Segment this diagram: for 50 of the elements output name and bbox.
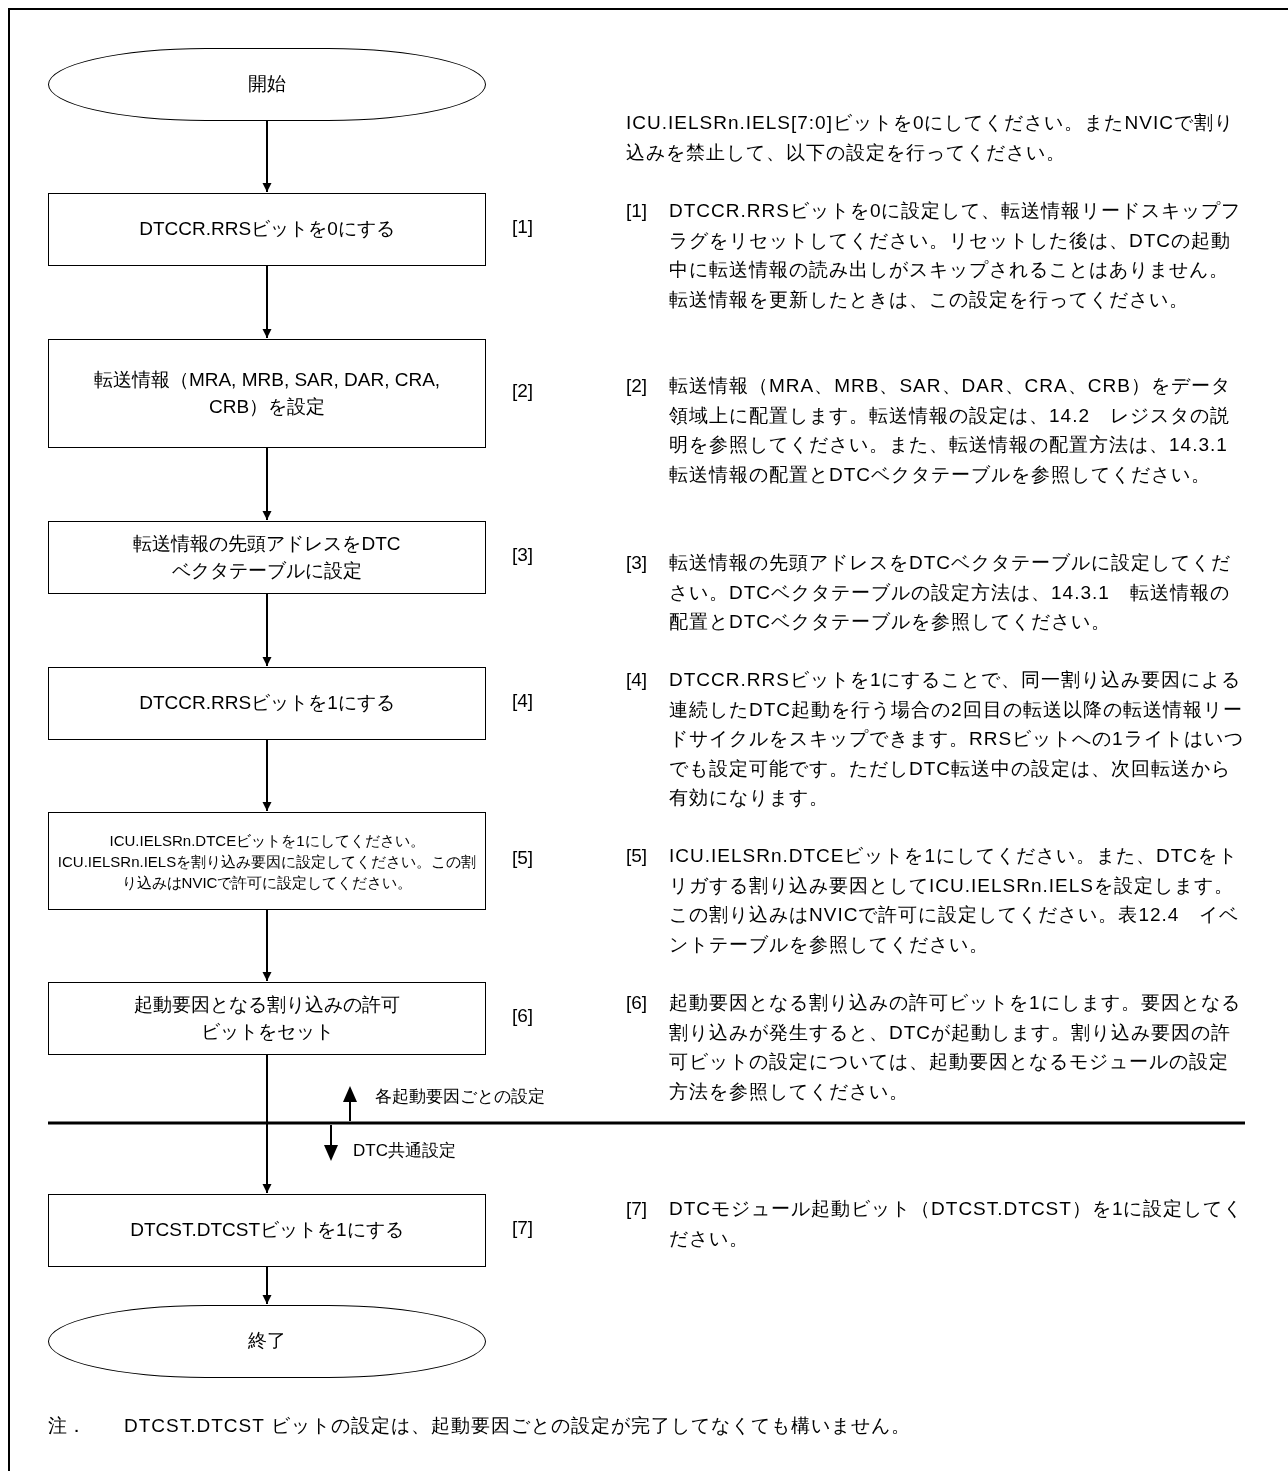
section-label: DTC共通設定	[353, 1140, 457, 1162]
step-number: [5]	[626, 844, 649, 868]
note-mark: 注．	[48, 1414, 87, 1438]
step-number: [7]	[512, 1216, 534, 1239]
step-number: [4]	[512, 689, 534, 712]
process-box	[48, 521, 486, 594]
intro-note: ICU.IELSRn.IELS[7:0]ビットを0にしてください。またNVICで割り込みを禁止して、以下の設定を行ってください。	[626, 111, 1235, 165]
step-number: [4]	[626, 668, 649, 692]
process-box	[48, 812, 486, 910]
process-box	[48, 339, 486, 448]
step-description: 起動要因となる割り込みの許可ビットを1にします。要因となる割り込みが発生すると、DTCが起動します。割り込み要因の許可ビットの設定については、起動要因となるモジュールの設定方法を参照してください。	[669, 991, 1242, 1104]
step-number: [2]	[512, 379, 534, 402]
node-text: 転送情報（MRA, MRB, SAR, DAR, CRA, CRB）を設定	[92, 367, 442, 419]
step-description: DTCCR.RRSビットを0に設定して、転送情報リードスキップフラグをリセットしてください。リセットした後は、DTCの起動中に転送情報の読み出しがスキップされることはありません。転送情報を更新したときは、この設定を行ってください。	[669, 199, 1243, 312]
step-number: [6]	[626, 991, 649, 1015]
flow-arrow	[262, 1054, 272, 1194]
process-box	[48, 193, 486, 266]
step-description: 転送情報（MRA、MRB、SAR、DAR、CRA、CRB）をデータ領域上に配置します。転送情報の設定は、14.2 レジスタの説明を参照してください。また、転送情報の配置方法は、14.3.1 転送情報の配置とDTCベクタテーブルを参照してください。	[669, 374, 1232, 487]
step-number: [1]	[626, 199, 649, 223]
node-text: 終了	[248, 1329, 286, 1354]
step-number: [5]	[512, 847, 534, 869]
step-description: DTCCR.RRSビットを1にすることで、同一割り込み要因による連続したDTC起動を行う場合の2回目の転送以降の転送情報リードサイクルをスキップできます。RRSビットへの1ライトはいつでも設定可能です。ただしDTC転送中の設定は、次回転送から有効になります。	[669, 668, 1245, 810]
flow-arrow	[262, 120, 272, 193]
node-text: DTCST.DTCSTビットを1にする	[130, 1218, 404, 1243]
flow-arrow	[262, 739, 272, 812]
step-description: ICU.IELSRn.DTCEビットを1にしてください。また、DTCをトリガする割り込み要因としてICU.IELSRn.IELSを設定します。この割り込みはNVICで許可に設定してください。表12.4 イベントテーブルを参照してください。	[669, 844, 1241, 957]
process-box	[48, 982, 486, 1055]
footnote: DTCST.DTCST ビットの設定は、起動要因ごとの設定が完了してなくても構いません。	[124, 1414, 912, 1438]
step-number: [3]	[626, 551, 649, 575]
process-box	[48, 1194, 486, 1267]
flow-arrow	[262, 909, 272, 982]
node-text: 開始	[248, 72, 286, 97]
process-box	[48, 667, 486, 740]
flow-arrow	[262, 265, 272, 339]
step-description: DTCモジュール起動ビット（DTCST.DTCST）を1に設定してください。	[669, 1197, 1245, 1251]
flow-arrow	[262, 593, 272, 667]
step-number: [1]	[512, 215, 534, 238]
flow-arrow	[262, 447, 272, 521]
step-description: 転送情報の先頭アドレスをDTCベクタテーブルに設定してください。DTCベクタテーブルの設定方法は、14.3.1 転送情報の配置とDTCベクタテーブルを参照してください。	[669, 551, 1233, 634]
node-text: 転送情報の先頭アドレスをDTCベクタテーブルに設定	[132, 531, 402, 583]
step-number: [7]	[626, 1197, 649, 1221]
node-text: DTCCR.RRSビットを0にする	[139, 217, 395, 242]
step-number: [6]	[512, 1004, 534, 1027]
flow-arrow	[262, 1266, 272, 1305]
node-text: ICU.IELSRn.DTCEビットを1にしてください。ICU.IELSRn.IELSを割り込み要因に設定してください。この割り込みはNVICで許可に設定してください。	[56, 830, 478, 893]
node-text: DTCCR.RRSビットを1にする	[139, 691, 395, 716]
step-number: [3]	[512, 543, 534, 566]
step-number: [2]	[626, 374, 649, 398]
node-text: 起動要因となる割り込みの許可ビットをセット	[133, 992, 401, 1044]
section-label: 各起動要因ごとの設定	[375, 1086, 546, 1108]
